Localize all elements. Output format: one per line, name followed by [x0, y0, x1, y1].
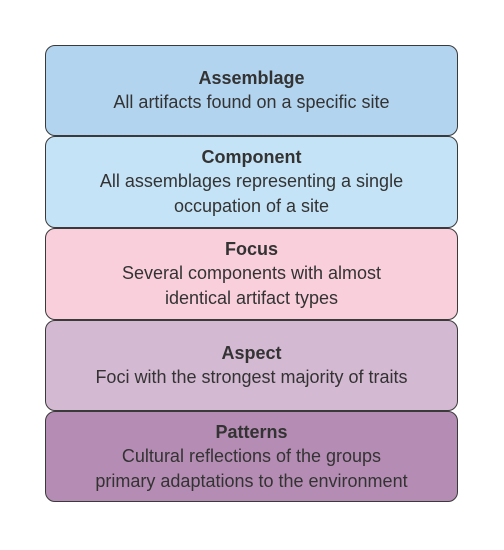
level-title: Focus — [224, 239, 278, 259]
level-title: Patterns — [215, 421, 288, 442]
level-patterns: Patterns Cultural reflections of the gro… — [45, 411, 458, 502]
level-description: All artifacts found on a specific site — [113, 92, 390, 112]
level-title: Component — [201, 147, 302, 167]
level-description: All assemblages representing a single oc… — [99, 171, 404, 216]
level-focus: Focus Several components with almost ide… — [45, 228, 458, 320]
level-title: Aspect — [221, 343, 282, 363]
level-assemblage: Assemblage All artifacts found on a spec… — [45, 45, 458, 136]
level-description: Foci with the strongest majority of trai… — [95, 367, 408, 387]
level-description: Cultural reflections of the groups prima… — [95, 445, 408, 491]
level-component: Component All assemblages representing a… — [45, 136, 458, 228]
hierarchy-stack: Assemblage All artifacts found on a spec… — [45, 45, 458, 502]
level-title: Assemblage — [198, 68, 305, 88]
level-description: Several components with almost identical… — [121, 263, 382, 308]
level-aspect: Aspect Foci with the strongest majority … — [45, 320, 458, 411]
